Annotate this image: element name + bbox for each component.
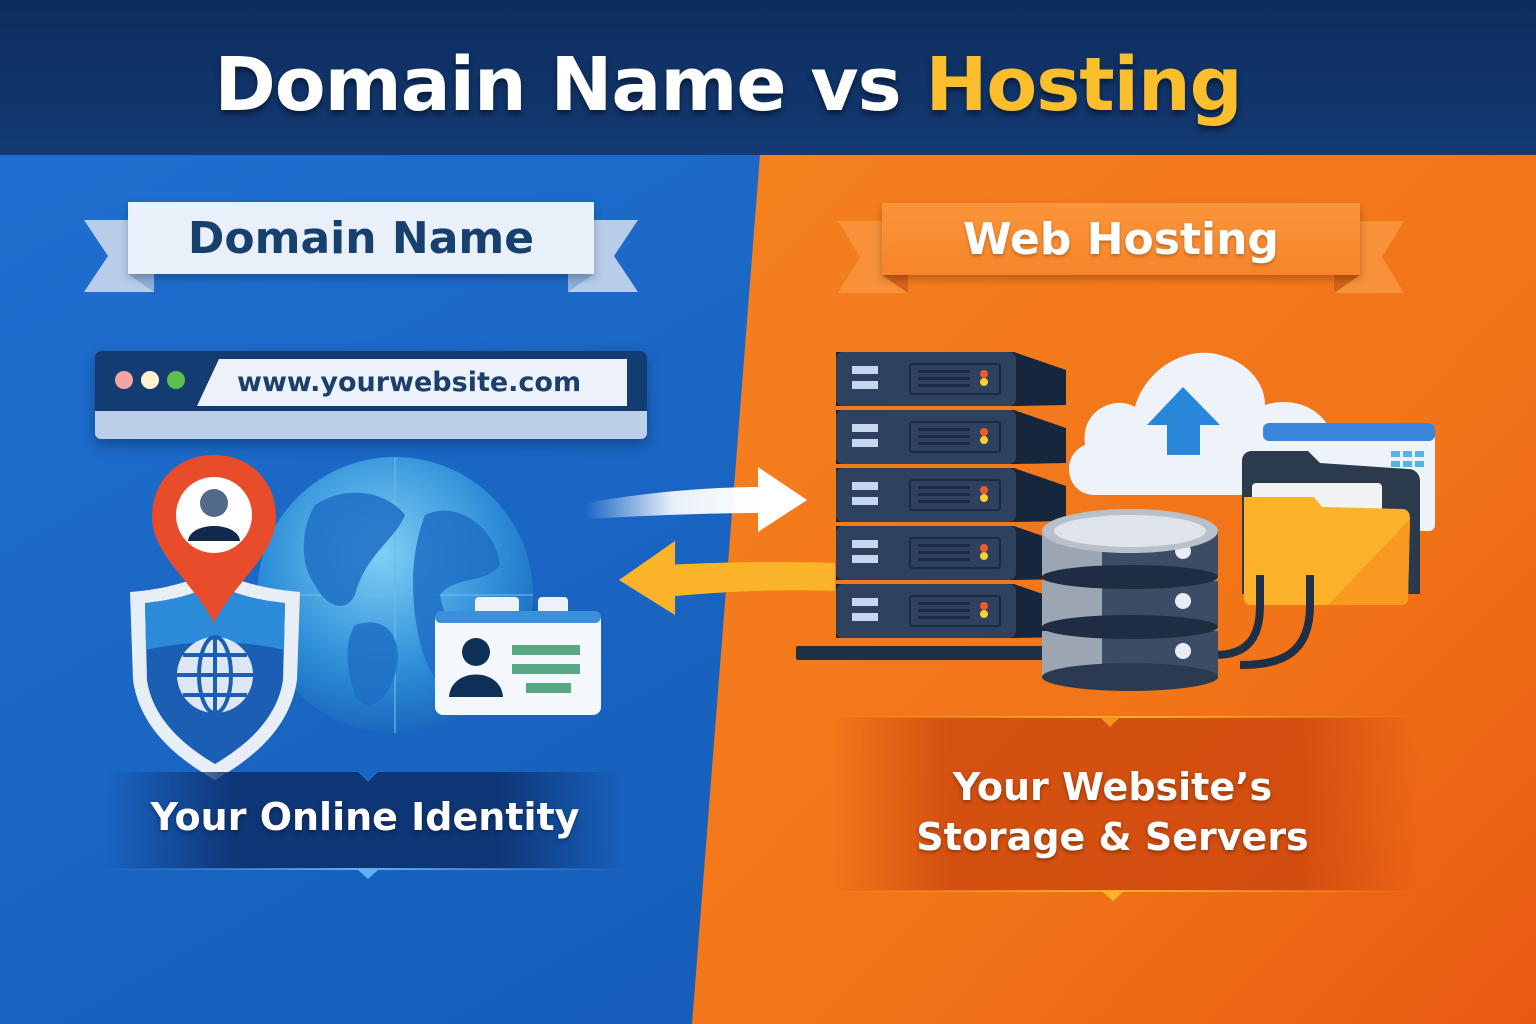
ribbon-label: Web Hosting	[882, 203, 1360, 275]
maximize-dot-icon	[167, 371, 185, 389]
close-dot-icon	[115, 371, 133, 389]
folder-icon	[1242, 451, 1420, 605]
comparison-panels: Domain Name www.yourwebsite.com	[0, 155, 1536, 1024]
header-banner: Domain Name vs Hosting	[0, 0, 1536, 155]
domain-caption: Your Online Identity	[150, 795, 580, 839]
web-hosting-ribbon: Web Hosting	[838, 203, 1404, 293]
id-card-icon	[435, 597, 601, 715]
minimize-dot-icon	[141, 371, 159, 389]
arrow-left-icon	[619, 541, 835, 615]
hosting-caption-box	[830, 717, 1420, 891]
title-main: Domain Name vs	[214, 42, 901, 128]
domain-name-ribbon: Domain Name	[84, 202, 638, 292]
identity-caption-box	[105, 772, 625, 869]
hosting-caption-line1: Your Website’s	[952, 765, 1273, 809]
database-icon	[1042, 509, 1314, 691]
url-field: www.yourwebsite.com	[197, 359, 627, 406]
ribbon-label: Domain Name	[128, 202, 594, 274]
arrow-right-icon	[585, 467, 807, 532]
hosting-caption-line2: Storage & Servers	[916, 815, 1309, 859]
arrows-exchange	[585, 467, 835, 615]
page-title: Domain Name vs Hosting	[0, 42, 1536, 128]
location-pin-user-icon	[152, 455, 276, 623]
server-rack-icon	[796, 352, 1067, 660]
hosting-caption: Your Website’s Storage & Servers	[830, 762, 1395, 862]
window-controls	[115, 371, 185, 389]
browser-address-bar: www.yourwebsite.com	[95, 351, 647, 439]
title-accent: Hosting	[925, 42, 1242, 128]
